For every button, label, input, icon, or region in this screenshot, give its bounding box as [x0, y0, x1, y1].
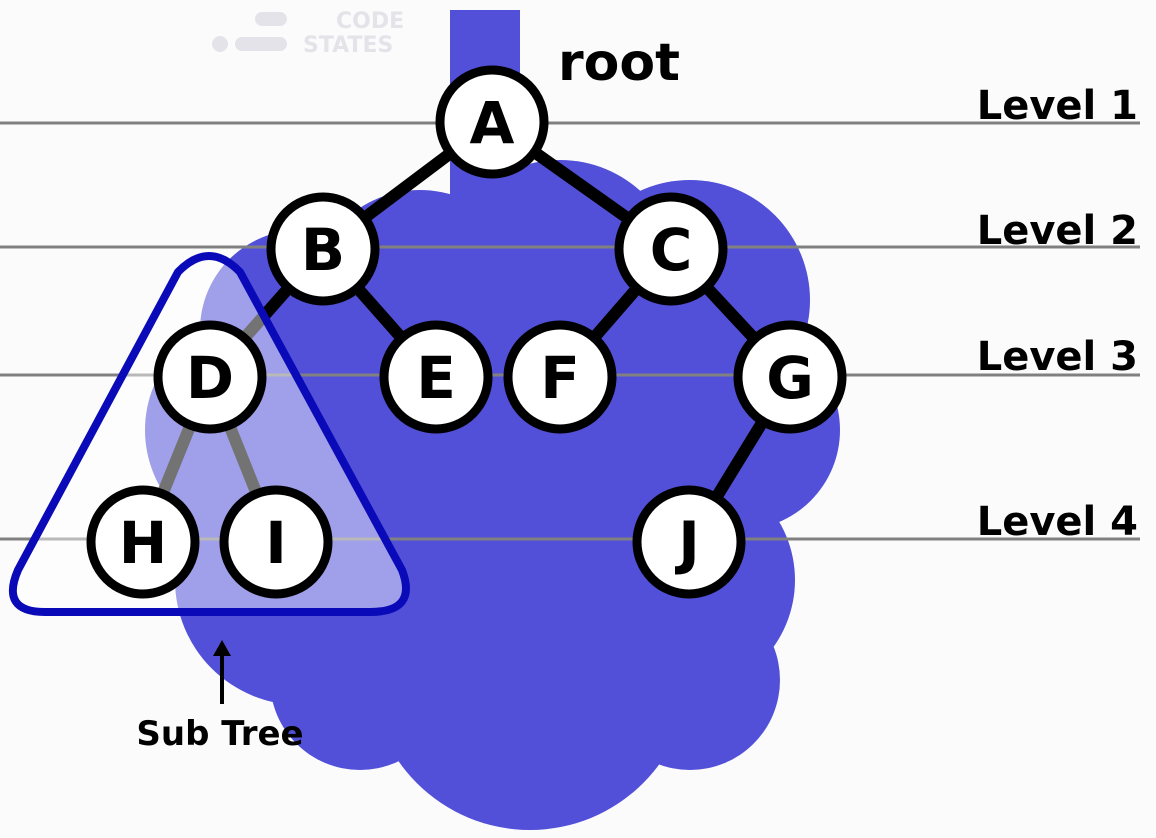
- node-c: C: [614, 192, 728, 306]
- code-states-watermark: CODE STATES: [212, 9, 404, 58]
- node-j-label: J: [674, 509, 700, 577]
- node-i: I: [219, 485, 333, 599]
- node-b-label: B: [301, 216, 345, 284]
- root-label: root: [558, 33, 680, 93]
- node-b: B: [266, 192, 380, 306]
- node-e: E: [379, 320, 493, 434]
- node-d: D: [153, 320, 267, 434]
- watermark-line2: STATES: [303, 33, 393, 58]
- node-c-label: C: [650, 216, 693, 284]
- node-j: J: [632, 485, 746, 599]
- watermark-line1: CODE: [336, 9, 404, 34]
- node-f-label: F: [540, 344, 580, 412]
- subtree-arrow-icon: [213, 640, 231, 704]
- level-label-4: Level 4: [977, 499, 1138, 545]
- node-i-label: I: [265, 509, 287, 577]
- level-label-2: Level 2: [977, 208, 1138, 254]
- level-label-3: Level 3: [977, 334, 1138, 380]
- node-d-label: D: [186, 344, 234, 412]
- node-a-label: A: [470, 89, 515, 157]
- node-h: H: [86, 485, 200, 599]
- level-label-1: Level 1: [977, 83, 1138, 129]
- node-e-label: E: [416, 344, 456, 412]
- node-f: F: [503, 320, 617, 434]
- subtree-label: Sub Tree: [136, 714, 303, 754]
- node-a: A: [435, 65, 549, 179]
- node-g-label: G: [766, 344, 814, 412]
- node-h-label: H: [119, 509, 168, 577]
- node-g: G: [733, 320, 847, 434]
